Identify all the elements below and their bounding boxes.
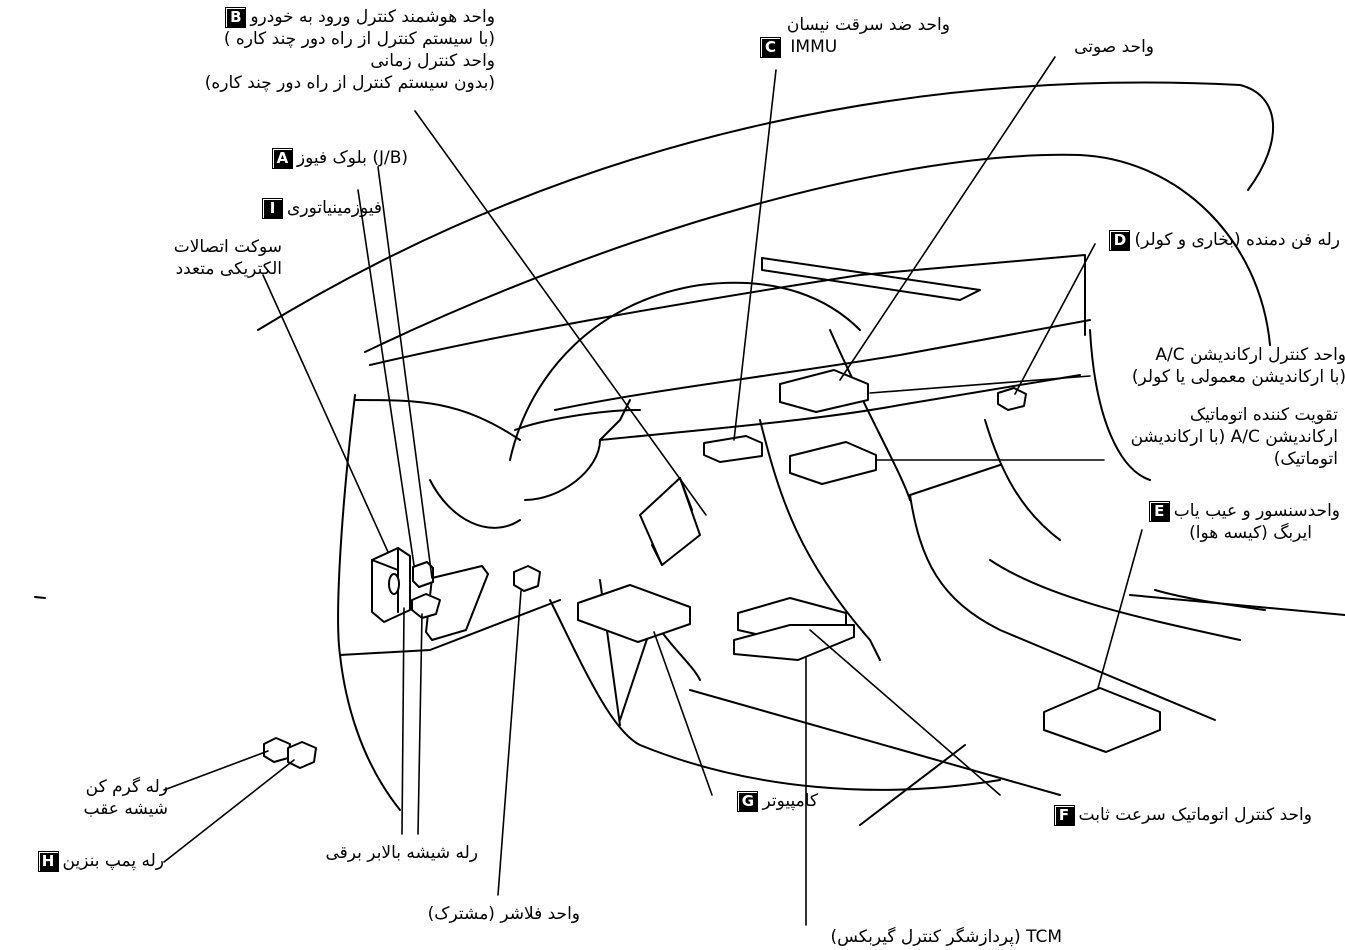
label-tcm: TCM (پردازشگر کنترل گیربکس) <box>792 926 1062 948</box>
label-fuel-pump-relay: رله پمپ بنزینH <box>8 850 164 872</box>
right-door-line <box>1130 595 1345 615</box>
windshield-upper-line <box>258 83 1273 330</box>
label-amp-line2: ارکاندیشن A/C (با ارکاندیشن <box>1088 426 1338 448</box>
label-audio-unit: واحد صوتی <box>1050 36 1154 58</box>
badge-c: C <box>760 37 781 58</box>
label-c-line2: C IMMU <box>756 36 950 58</box>
label-computer: کامپیوترG <box>708 790 818 812</box>
label-rear-defog-relay: رله گرم کن شیشه عقب <box>62 776 168 820</box>
label-cruise-control: واحد کنترل اتوماتیک سرعت ثابتF <box>1012 804 1312 826</box>
label-defog-line2: شیشه عقب <box>62 798 168 820</box>
label-fuse-block: (J/B) بلوک فیوزA <box>228 147 408 169</box>
label-c-line1: واحد ضد سرقت نیسان <box>756 14 950 36</box>
short-left-tick <box>35 597 45 598</box>
ac-control-box <box>790 442 876 484</box>
label-multi-connector: سوکت اتصالات الکتریکی متعدد <box>112 236 282 280</box>
badge-g: G <box>737 791 758 812</box>
label-amp-line1: تقویت کننده اتوماتیک <box>1088 404 1338 426</box>
floor-pan-lower <box>860 745 965 825</box>
label-amp-line3: اتوماتیک) <box>1088 448 1338 470</box>
leader-lines <box>164 57 1142 925</box>
windshield-lower-line <box>365 155 1270 352</box>
immu-box <box>704 436 762 462</box>
airbag-diagnosis-box <box>1044 688 1160 752</box>
label-airbag-unit: واحدسنسور و عیب یابE ایربگ (کیسه هوا) <box>1142 500 1340 544</box>
badge-h: H <box>38 851 59 872</box>
label-blower-relay: رله فن دمنده (بخاری و کولر)D <box>1082 229 1340 251</box>
rear-defog-relay <box>264 738 290 762</box>
label-ac-control: واحد کنترل ارکاندیشن A/C (با ارکاندیشن م… <box>1100 344 1345 388</box>
floor-line-3 <box>690 690 1060 795</box>
badge-f: F <box>1054 805 1075 826</box>
label-connector-line2: الکتریکی متعدد <box>112 258 282 280</box>
label-b-line2: (با سیستم کنترل از راه دور چند کاره ) <box>170 28 495 50</box>
badge-a: A <box>272 148 293 169</box>
blower-relay-box <box>998 388 1026 410</box>
label-e-line1: واحدسنسور و عیب یابE <box>1142 500 1340 522</box>
dash-top-line <box>370 255 1085 365</box>
label-audio-line: واحد صوتی <box>1050 36 1154 58</box>
label-smart-entry-unit: واحد هوشمند کنترل ورود به خودروB (با سیس… <box>170 6 495 94</box>
label-defog-line1: رله گرم کن <box>62 776 168 798</box>
instrument-cluster <box>510 283 860 460</box>
instrument-hood-left <box>355 400 520 440</box>
badge-b: B <box>225 7 246 28</box>
dash-left-edge <box>338 395 355 655</box>
badge-e: E <box>1149 501 1170 522</box>
dash-left-vertical <box>430 480 520 528</box>
label-flasher-unit: واحد فلاشر (مشترک) <box>410 903 580 925</box>
timer-unit-box <box>640 478 700 565</box>
label-connector-line1: سوکت اتصالات <box>112 236 282 258</box>
vent-opening <box>762 258 980 300</box>
right-side-curve <box>985 420 1060 540</box>
label-ac-line1: واحد کنترل ارکاندیشن A/C <box>1100 344 1345 366</box>
label-mini-fuse: فیوزمینیاتوریI <box>200 197 382 219</box>
floor-line-4 <box>620 630 650 720</box>
label-e-line2: ایربگ (کیسه هوا) <box>1142 522 1340 544</box>
floor-pan-left <box>340 655 400 810</box>
label-auto-amp: تقویت کننده اتوماتیک ارکاندیشن A/C (با ا… <box>1088 404 1338 470</box>
audio-unit-box <box>780 370 868 412</box>
label-nissan-antitheft: واحد ضد سرقت نیسان C IMMU <box>756 14 950 58</box>
label-ac-line2: (با ارکاندیشن معمولی یا کولر) <box>1100 366 1345 388</box>
badge-d: D <box>1109 230 1130 251</box>
badge-i: I <box>262 198 283 219</box>
label-b-line4: (بدون سیستم کنترل از راه دور چند کاره) <box>170 72 495 94</box>
computer-box <box>578 585 690 642</box>
label-b-line1: واحد هوشمند کنترل ورود به خودروB <box>170 6 495 28</box>
cluster-lower <box>515 410 640 430</box>
door-sill <box>1155 590 1265 610</box>
flasher-unit-box <box>514 566 540 591</box>
label-power-window-relay: رله شیشه بالابر برقی <box>306 842 478 864</box>
label-b-line3: واحد کنترل زمانی <box>170 50 495 72</box>
fuel-pump-relay <box>288 742 316 768</box>
right-body-line <box>910 465 1000 495</box>
